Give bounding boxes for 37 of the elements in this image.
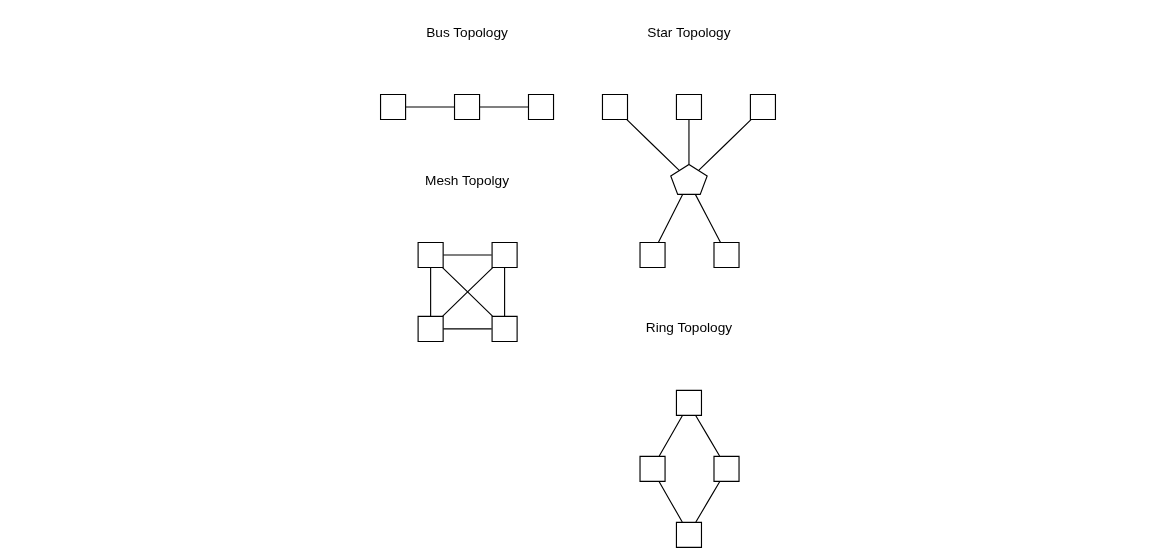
connector	[404, 106, 455, 108]
connector	[429, 267, 431, 317]
node-box	[417, 315, 444, 342]
connector	[657, 480, 683, 523]
node-box	[675, 389, 702, 416]
connector	[657, 194, 683, 243]
node-box	[379, 93, 406, 121]
node-pentagon	[669, 163, 708, 195]
node-box	[675, 93, 702, 121]
node-box	[417, 241, 444, 269]
node-box	[453, 93, 480, 121]
node-box	[491, 315, 518, 342]
node-box	[638, 455, 666, 482]
node-box	[712, 241, 740, 269]
label: Ring Topology	[645, 320, 732, 336]
connector	[694, 194, 721, 243]
connector	[503, 267, 505, 317]
connector	[694, 480, 720, 523]
label: Mesh Topolgy	[424, 172, 509, 188]
connector	[478, 106, 529, 108]
connector	[441, 267, 493, 317]
node-box	[527, 93, 554, 121]
node-box	[491, 241, 518, 269]
node-box	[638, 241, 666, 269]
connector	[442, 254, 492, 256]
connector	[694, 414, 720, 457]
label: Bus Topology	[425, 24, 508, 40]
connector	[442, 328, 492, 330]
connector	[697, 119, 752, 171]
connector	[687, 119, 690, 165]
connector	[625, 119, 680, 171]
label: Star Topology	[646, 24, 731, 40]
node-box	[601, 93, 628, 121]
connector	[658, 414, 683, 457]
node-box	[675, 521, 702, 548]
node-box	[749, 93, 776, 121]
node-box	[712, 455, 740, 482]
